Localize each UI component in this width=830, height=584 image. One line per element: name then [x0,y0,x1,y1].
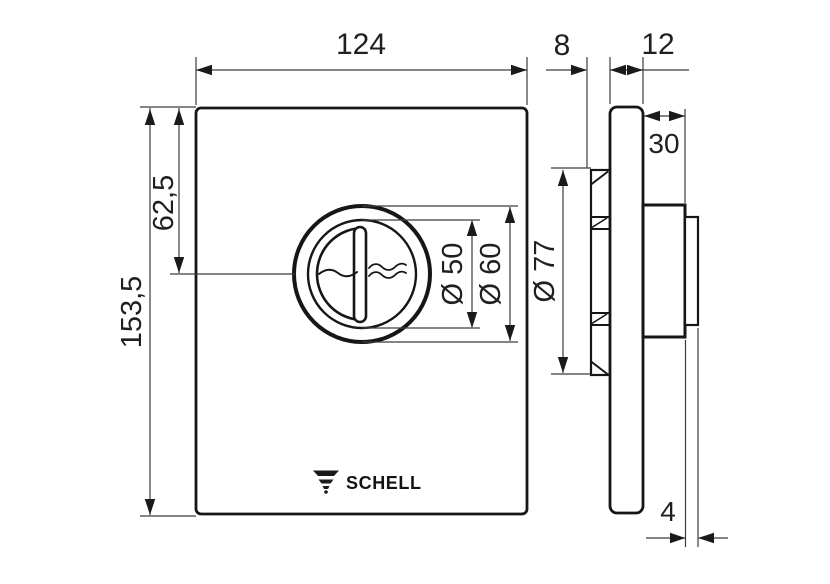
dim-outer-diameter-label: Ø 60 [475,243,507,306]
dim-wall-offset-label: 8 [554,29,571,62]
large-flush-wave-icon [368,262,407,271]
dim-stub-protrusion: 4 [646,328,728,547]
schell-logo-text: SCHELL [346,473,422,493]
small-flush-wave-icon [318,268,358,278]
plate-side-profile [608,105,645,515]
mounting-ring-profile [589,168,612,377]
schell-logo: SCHELL [313,470,422,494]
dim-plate-thickness: 12 [609,28,689,104]
front-view: SCHELL [194,106,529,516]
housing-stub-profile [683,215,700,327]
dim-outer-diameter: Ø 60 [362,205,518,343]
dim-plate-thickness-label: 12 [641,28,674,61]
dim-button-center-label: 62,5 [148,175,180,231]
dim-inner-diameter-label: Ø 50 [437,243,469,306]
dim-plate-width-label: 124 [336,28,386,61]
button-divider [352,225,368,324]
dimensions: 124 153,5 62,5 Ø 50 [116,28,728,547]
schell-logo-icon [313,470,339,494]
dim-plate-width: 124 [195,28,528,105]
button-large-half [315,226,364,322]
dim-plate-height: 153,5 [116,106,196,517]
flush-button [292,204,432,344]
dim-plate-height-label: 153,5 [116,276,148,349]
dim-housing-depth: 30 [644,109,686,203]
dim-wall-offset: 8 [546,29,588,168]
dim-ring-diameter-label: Ø 77 [529,240,561,303]
large-flush-wave-icon [368,270,407,279]
dim-stub-protrusion-label: 4 [660,496,676,527]
dim-button-center: 62,5 [148,108,295,275]
side-view [589,105,700,515]
dim-housing-depth-label: 30 [648,128,679,159]
dim-inner-diameter: Ø 50 [362,219,480,329]
valve-housing-profile [641,203,687,339]
dim-ring-diameter: Ø 77 [529,167,591,375]
